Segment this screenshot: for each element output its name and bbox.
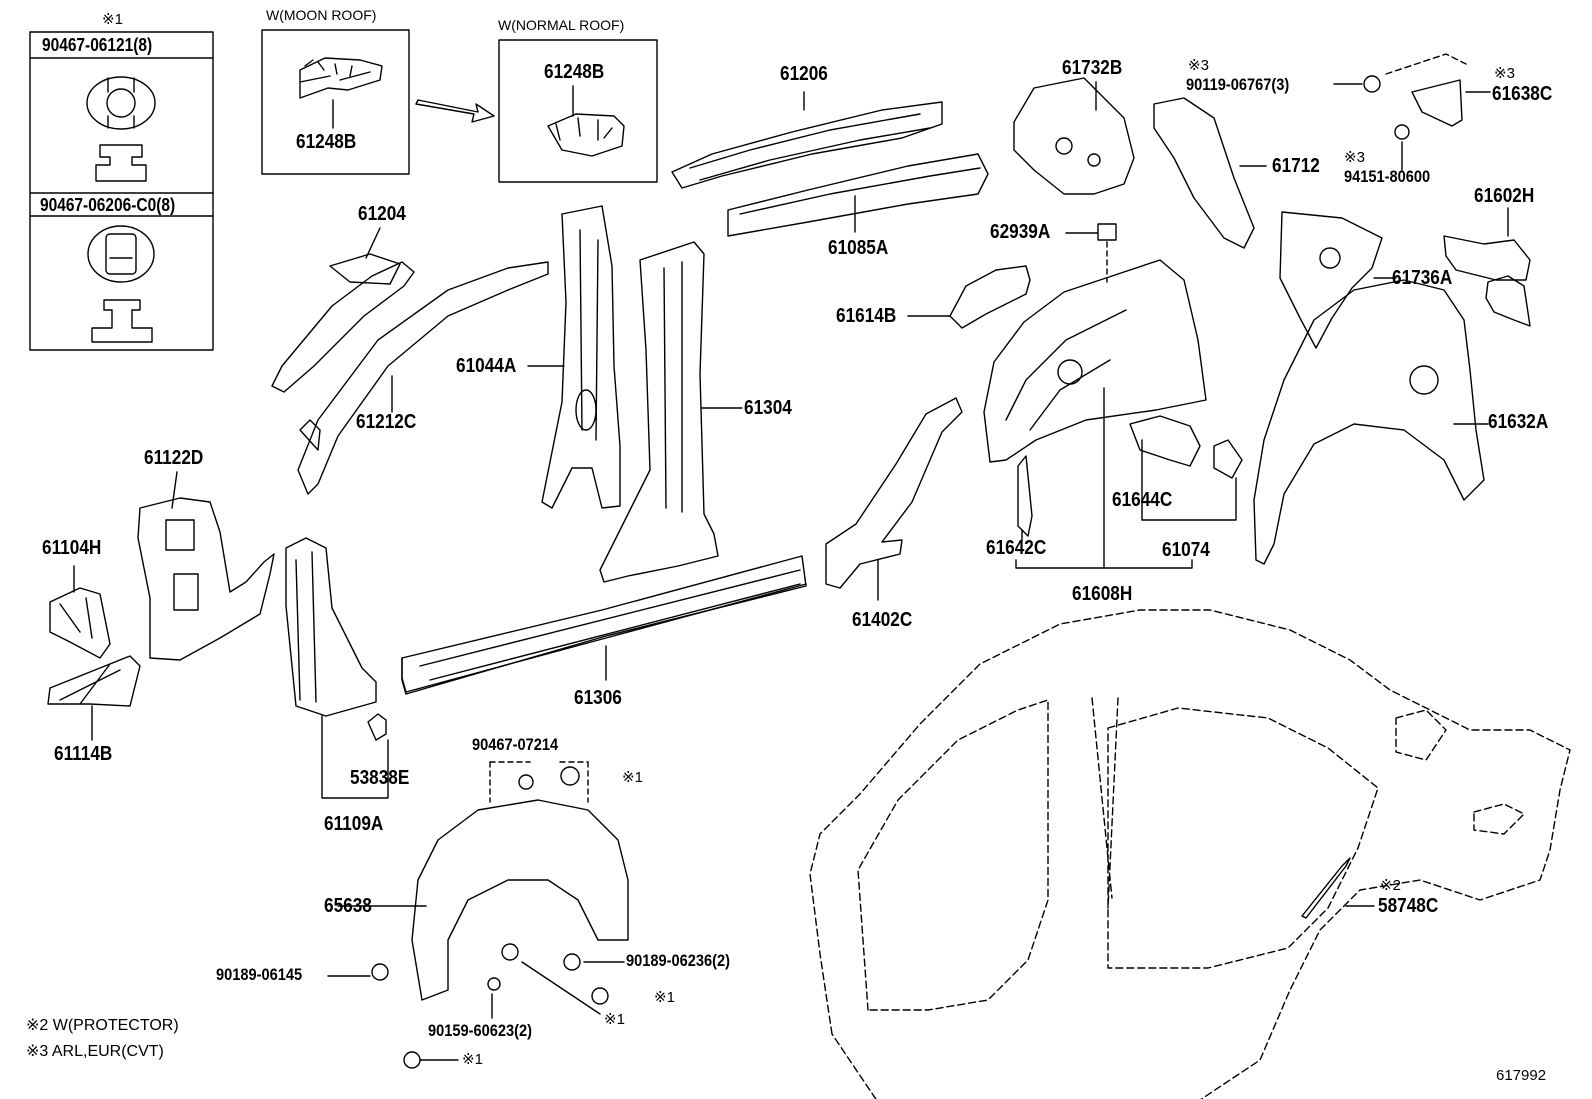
part-61602H (1443, 207, 1531, 327)
label-61206: 61206 (780, 63, 828, 85)
moon-roof-title: W(MOON ROOF) (266, 7, 377, 23)
mark-3-90119: ※3 (1188, 57, 1209, 74)
part-61712 (1153, 97, 1267, 249)
normal-roof-title: W(NORMAL ROOF) (498, 17, 625, 33)
mark-1-b: ※1 (654, 989, 675, 1006)
normal-roof-box (498, 39, 658, 183)
diagram-id: 617992 (1496, 1067, 1547, 1084)
part-61212C (297, 261, 549, 495)
fastener-90159: 90159-60623(2) (428, 1021, 533, 1040)
label-61736A: 61736A (1392, 267, 1453, 289)
mark-1-d: ※1 (462, 1051, 483, 1068)
clip-icon-top (86, 76, 156, 182)
label-61402C: 61402C (852, 609, 913, 631)
mark-3-61638C: ※3 (1494, 65, 1515, 82)
label-62939A: 62939A (990, 221, 1051, 243)
label-61614B: 61614B (836, 305, 897, 327)
part-58748C (1301, 857, 1375, 919)
label-61642C: 61642C (986, 537, 1047, 559)
part-61044A (527, 205, 621, 509)
normal-roof-part: 61248B (544, 61, 605, 83)
label-58748C: 58748C (1378, 895, 1439, 917)
part-61122D (137, 471, 275, 661)
label-61085A: 61085A (828, 237, 889, 259)
part-61206 (671, 91, 943, 189)
mark-1-c: ※1 (604, 1011, 625, 1028)
part-61114B (47, 655, 141, 741)
body-side-outline (809, 609, 1571, 1099)
label-61602H: 61602H (1474, 185, 1535, 207)
fastener-90189-06236: 90189-06236(2) (626, 951, 731, 970)
fastener-94151: 94151-80600 (1344, 167, 1431, 186)
label-61204: 61204 (358, 203, 406, 225)
moon-roof-box (261, 29, 410, 175)
mark-3-94151: ※3 (1344, 149, 1365, 166)
part-61306 (401, 555, 807, 695)
part-61402C (825, 397, 963, 601)
clip-legend-box (29, 31, 214, 351)
part-62939A (1065, 223, 1117, 283)
note-protector: ※2 W(PROTECTOR) (26, 1017, 179, 1034)
moon-roof-part: 61248B (296, 131, 357, 153)
label-61608H: 61608H (1072, 583, 1133, 605)
mark-2: ※2 (1380, 877, 1401, 894)
clip-part-top: 90467-06121(8) (42, 35, 153, 55)
label-61632A: 61632A (1488, 411, 1549, 433)
label-61732B: 61732B (1062, 57, 1123, 79)
part-61608H (983, 259, 1207, 569)
part-61642C (1017, 455, 1033, 541)
label-61104H: 61104H (42, 537, 102, 559)
part-61736A (1279, 211, 1397, 349)
label-65638: 65638 (324, 895, 372, 917)
fastener-90189-06145: 90189-06145 (216, 965, 303, 984)
fastener-90119: 90119-06767(3) (1186, 75, 1290, 94)
part-61644C (1129, 415, 1243, 521)
label-61109A: 61109A (324, 813, 384, 835)
label-61122D: 61122D (144, 447, 204, 469)
part-61104H (49, 565, 111, 659)
clip-box-mark: ※1 (102, 11, 123, 28)
clip-icon-bottom (87, 225, 155, 343)
label-61712: 61712 (1272, 155, 1320, 177)
part-61204 (271, 227, 415, 393)
part-61614B (907, 265, 1031, 329)
label-61304: 61304 (744, 397, 792, 419)
label-61212C: 61212C (356, 411, 417, 433)
label-61638C: 61638C (1492, 83, 1553, 105)
part-61638C (1333, 53, 1491, 171)
label-61306: 61306 (574, 687, 622, 709)
label-61044A: 61044A (456, 355, 517, 377)
part-65638 (327, 761, 629, 1069)
arrow (415, 99, 495, 123)
label-61114B: 61114B (54, 743, 113, 765)
part-61732B (1013, 77, 1135, 195)
fastener-90467-07214: 90467-07214 (472, 735, 559, 754)
note-arl-eur: ※3 ARL,EUR(CVT) (26, 1043, 164, 1060)
label-61074: 61074 (1162, 539, 1210, 561)
mark-1-a: ※1 (622, 769, 643, 786)
part-61632A (1253, 279, 1489, 565)
part-61109A (285, 537, 389, 799)
label-61644C: 61644C (1112, 489, 1173, 511)
clip-part-bottom: 90467-06206-C0(8) (40, 195, 176, 215)
part-61304 (599, 241, 743, 583)
part-61085A (727, 153, 989, 237)
label-53838E: 53838E (350, 767, 410, 789)
